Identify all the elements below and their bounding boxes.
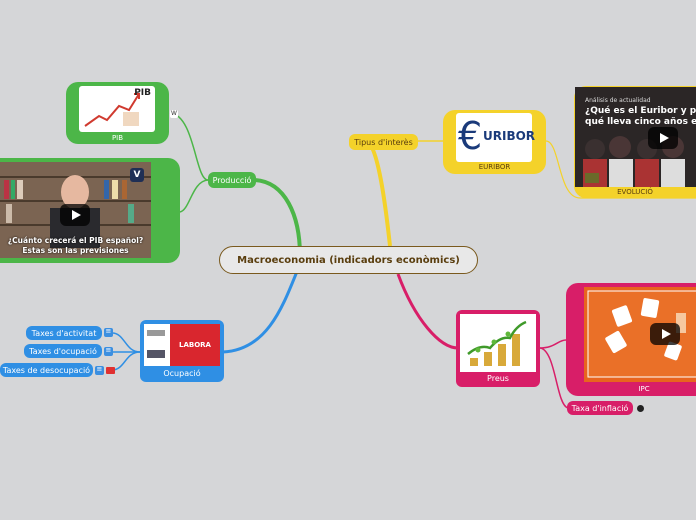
preus-image <box>460 314 536 372</box>
ocupacio-caption: Ocupació <box>163 369 201 378</box>
pib-growth-arrow-icon <box>84 93 140 127</box>
topic-taxes-activitat[interactable]: Taxes d'activitat <box>26 326 102 340</box>
play-icon[interactable] <box>648 127 678 149</box>
evolucio-caption: EVOLUCIÓ <box>617 188 653 196</box>
euro-icon: € <box>458 114 483 158</box>
evolucio-topline: Análisis de actualidad <box>585 97 651 104</box>
evolucio-video-title: ¿Qué es el Euribor y por qué lleva cinco… <box>585 106 696 127</box>
video-channel-badge: V <box>130 168 144 182</box>
coins-growth-icon <box>467 320 527 366</box>
note-icon[interactable] <box>95 365 104 375</box>
labora-image: LABORA <box>144 324 220 366</box>
central-topic-label: Macroeconomia (indicadors econòmics) <box>237 254 460 266</box>
card-pib-video[interactable]: V ¿Cuánto crecerá el PIB español? Estas … <box>0 158 180 263</box>
card-ocupacio[interactable]: LABORA Ocupació <box>140 320 224 382</box>
euribor-caption: EURIBOR <box>478 163 511 171</box>
labora-govern-logo-icon <box>144 324 168 366</box>
pib-card-caption: PIB <box>111 134 124 142</box>
note-icon[interactable] <box>104 327 113 337</box>
link-icon[interactable] <box>637 405 644 412</box>
card-pib[interactable]: PIB PIB <box>66 82 169 144</box>
card-ipc[interactable]: IPC <box>566 283 696 396</box>
channel-logo-icon <box>585 173 599 183</box>
link-icon[interactable] <box>106 367 115 374</box>
topic-taxes-ocupacio-label: Taxes d'ocupació <box>29 346 97 356</box>
euribor-logo-text: URIBOR <box>483 129 536 143</box>
card-preus[interactable]: Preus <box>456 310 540 387</box>
topic-taxes-desocupacio-label: Taxes de desocupació <box>2 365 91 375</box>
ipc-caption: IPC <box>638 385 650 393</box>
play-icon[interactable] <box>650 323 680 345</box>
wikipedia-icon[interactable]: W <box>170 110 178 118</box>
topic-tipus-interes[interactable]: Tipus d'interès <box>349 134 418 150</box>
evolucio-video-thumbnail[interactable]: Análisis de actualidad ¿Qué es el Euribo… <box>575 87 696 187</box>
topic-taxa-inflacio[interactable]: Taxa d'inflació <box>567 401 633 415</box>
topic-produccio-label: Producció <box>212 175 252 185</box>
topic-taxes-desocupacio[interactable]: Taxes de desocupació <box>0 363 93 377</box>
play-icon[interactable] <box>60 204 90 226</box>
note-icon[interactable] <box>104 346 113 356</box>
labora-logo: LABORA <box>170 324 220 366</box>
pib-video-title: ¿Cuánto crecerá el PIB español? Estas so… <box>7 236 144 255</box>
topic-taxes-activitat-label: Taxes d'activitat <box>31 328 97 338</box>
euribor-logo: € URIBOR <box>456 113 536 162</box>
card-euribor[interactable]: € URIBOR EURIBOR <box>443 110 546 174</box>
pib-image-text: PIB <box>134 88 151 98</box>
topic-taxa-inflacio-label: Taxa d'inflació <box>571 403 629 413</box>
topic-produccio[interactable]: Producció <box>208 172 256 188</box>
pib-video-thumbnail[interactable]: V ¿Cuánto crecerá el PIB español? Estas … <box>0 162 151 258</box>
topic-taxes-ocupacio[interactable]: Taxes d'ocupació <box>24 344 102 358</box>
preus-caption: Preus <box>487 374 509 383</box>
card-evolucio[interactable]: Análisis de actualidad ¿Qué es el Euribo… <box>574 86 696 198</box>
ipc-video-thumbnail[interactable] <box>584 287 696 382</box>
pib-image: PIB <box>79 86 155 132</box>
topic-tipus-interes-label: Tipus d'interès <box>354 137 413 147</box>
central-topic[interactable]: Macroeconomia (indicadors econòmics) <box>219 246 478 274</box>
